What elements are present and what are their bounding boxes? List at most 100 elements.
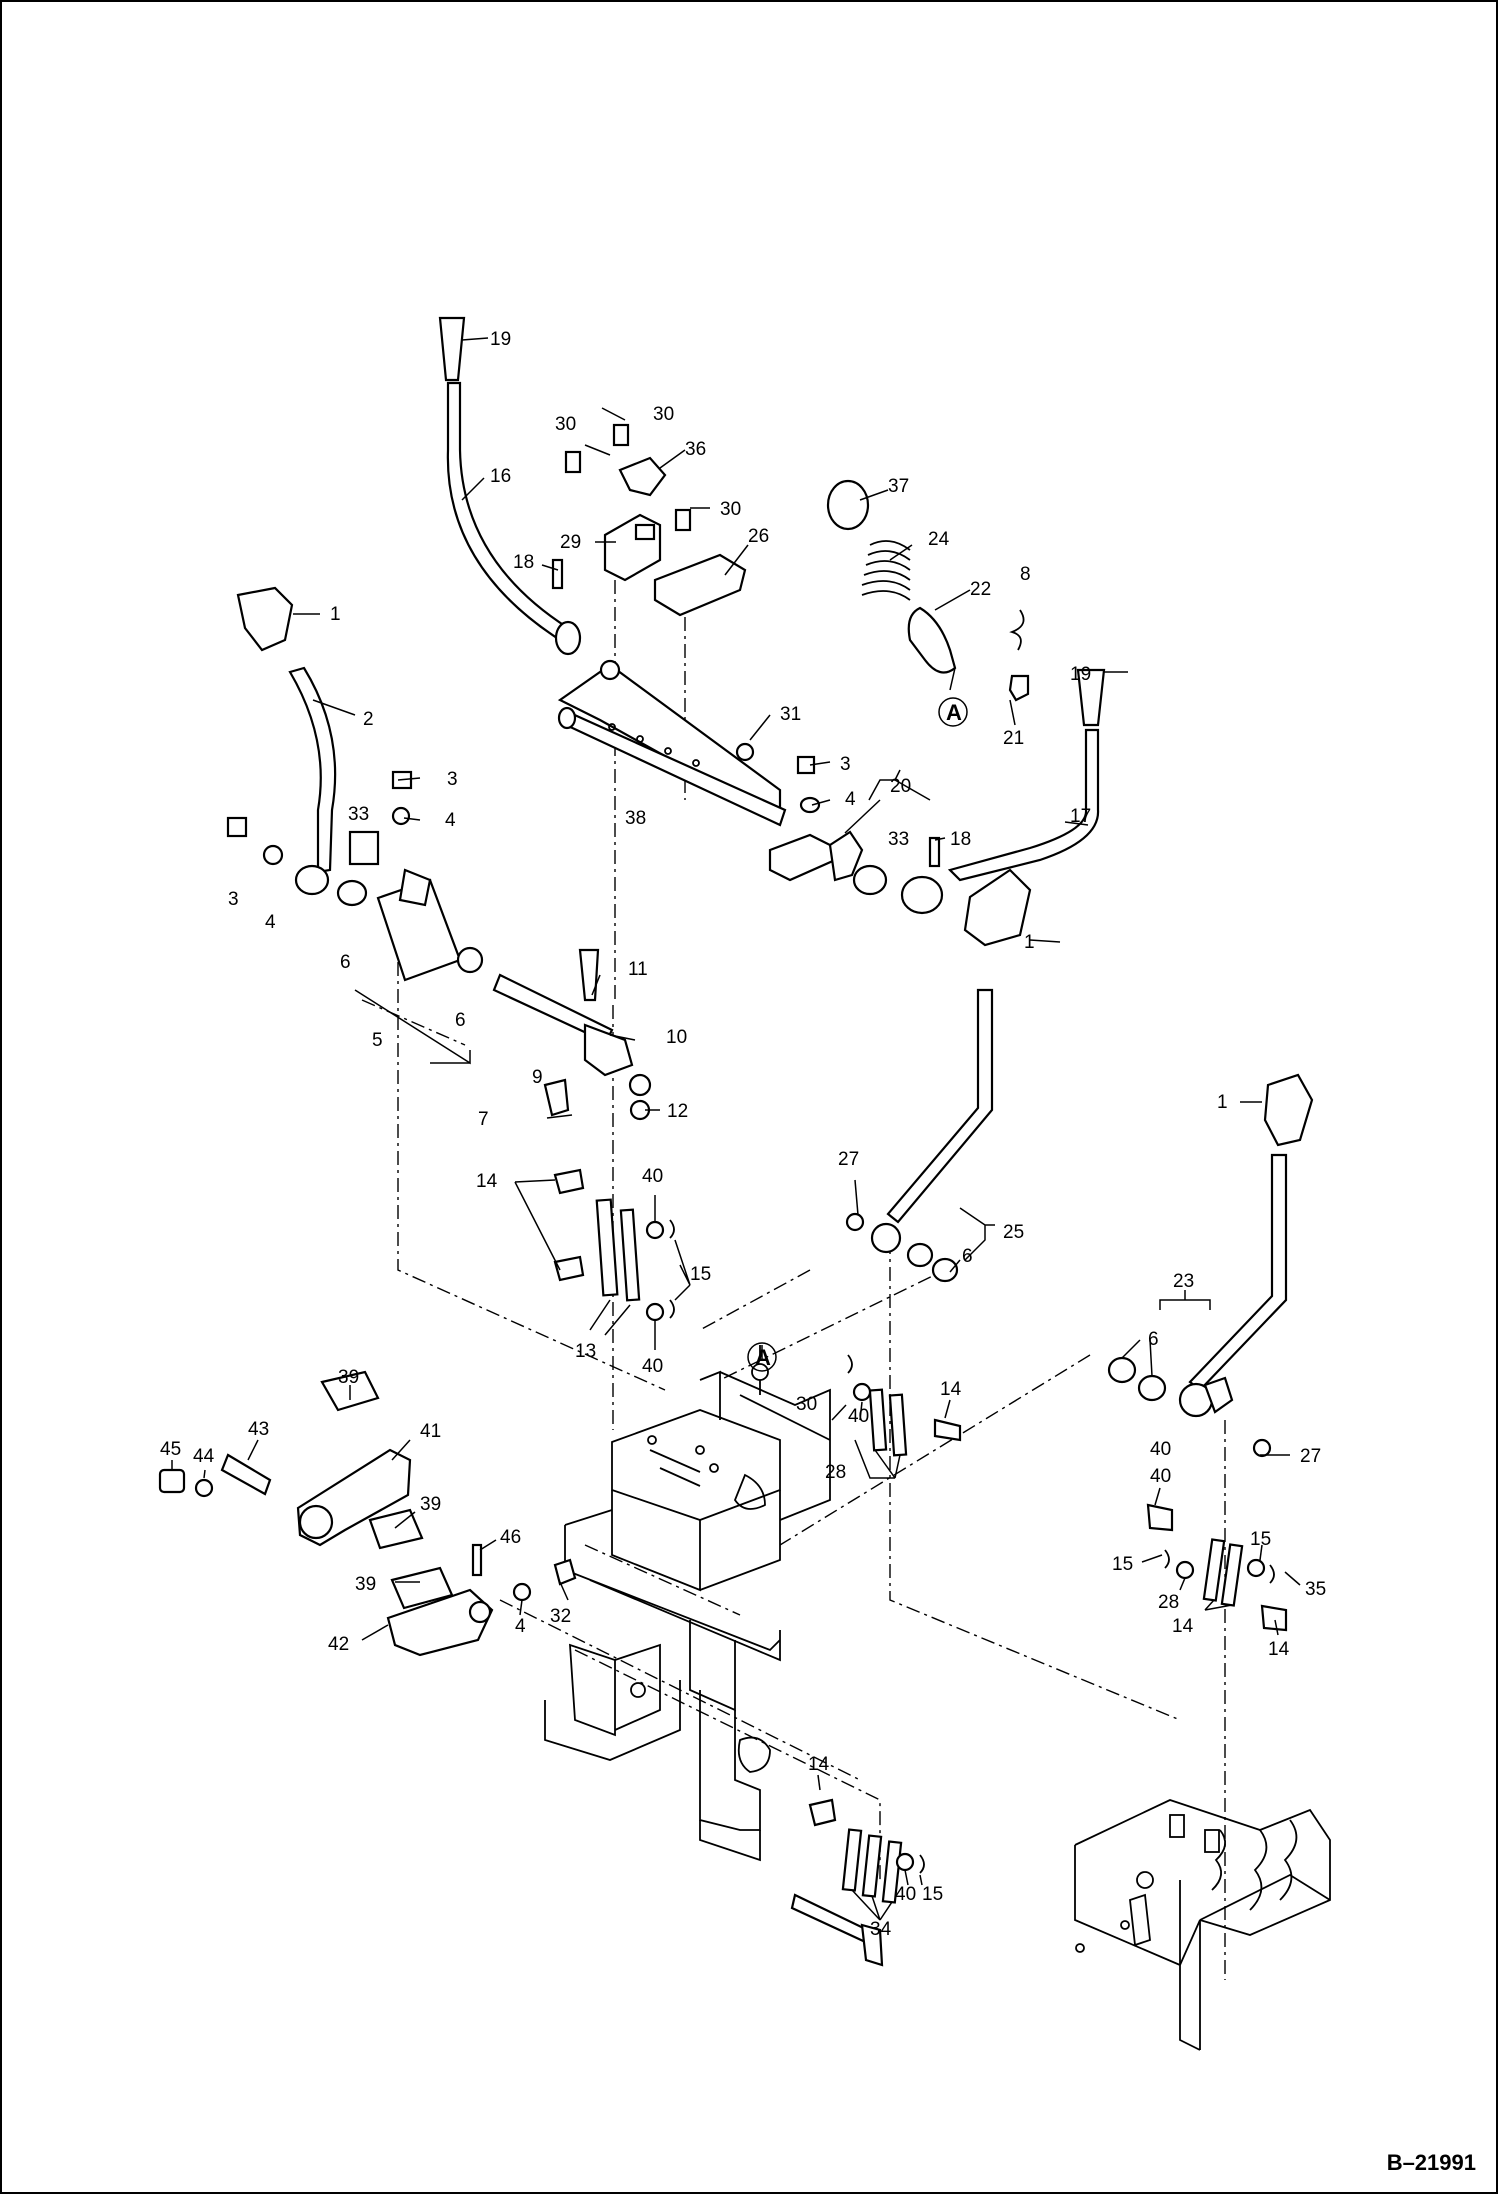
callout-4: 4 <box>515 1616 526 1637</box>
callout-33: 33 <box>348 804 369 825</box>
lever-25 <box>845 988 994 1283</box>
callout-39: 39 <box>355 1574 376 1595</box>
callout-44: 44 <box>193 1446 215 1467</box>
callout-11: 11 <box>628 959 648 980</box>
shaft-38 <box>557 659 787 827</box>
callout-6: 6 <box>1148 1329 1159 1350</box>
callout-19: 19 <box>490 329 511 350</box>
callout-4: 4 <box>445 810 456 831</box>
callout-3: 3 <box>840 754 851 775</box>
assembly-lines <box>361 580 1226 1980</box>
callout-40: 40 <box>642 1356 663 1377</box>
knob-19-right <box>1076 668 1106 727</box>
callout-13: 13 <box>575 1341 596 1362</box>
callout-39: 39 <box>420 1494 441 1515</box>
callout-36: 36 <box>685 439 706 460</box>
pedal-assembly <box>158 1370 577 1657</box>
lever-2 <box>226 586 380 907</box>
leader-lines <box>171 337 1301 1921</box>
links-28-middle <box>847 1354 962 1457</box>
callout-15: 15 <box>922 1884 943 1905</box>
callout-26: 26 <box>748 526 769 547</box>
callout-39: 39 <box>338 1367 359 1388</box>
lever-17 <box>900 668 1106 947</box>
callout-17: 17 <box>1070 806 1091 827</box>
main-frame <box>544 1345 831 1862</box>
callout-22: 22 <box>970 579 991 600</box>
callout-9: 9 <box>532 1067 543 1088</box>
callout-15: 15 <box>1112 1554 1133 1575</box>
callout-33: 33 <box>888 829 909 850</box>
callout-14: 14 <box>1268 1639 1290 1660</box>
callout-40: 40 <box>642 1166 663 1187</box>
callout-19: 19 <box>1070 664 1091 685</box>
lock-assembly <box>826 479 1030 702</box>
callout-18: 18 <box>513 552 534 573</box>
callout-21: 21 <box>1003 728 1024 749</box>
callout-23: 23 <box>1173 1271 1194 1292</box>
callout-14: 14 <box>808 1754 830 1775</box>
callout-6: 6 <box>962 1246 973 1267</box>
callout-3: 3 <box>228 889 239 910</box>
knob-1-right <box>1263 1073 1314 1147</box>
links-13 <box>553 1168 675 1322</box>
callout-30: 30 <box>555 414 576 435</box>
callout-28: 28 <box>825 1462 846 1483</box>
callout-labels: 19 16 30 30 36 30 29 26 18 37 24 8 22 A … <box>160 329 1326 1940</box>
reference-A: A <box>946 700 962 725</box>
callout-14: 14 <box>940 1379 962 1400</box>
callout-1: 1 <box>330 604 341 625</box>
callout-37: 37 <box>888 476 909 497</box>
callout-30: 30 <box>720 499 741 520</box>
lever-16 <box>438 316 582 656</box>
reference-A: A <box>755 1345 771 1370</box>
callout-14: 14 <box>476 1171 498 1192</box>
lever-23 <box>1107 1073 1314 1458</box>
callout-46: 46 <box>500 1527 521 1548</box>
bracket-5 <box>376 770 652 1121</box>
callout-45: 45 <box>160 1439 181 1460</box>
callout-18: 18 <box>950 829 971 850</box>
clip-31 <box>735 742 755 762</box>
callout-6: 6 <box>340 952 351 973</box>
callout-31: 31 <box>780 704 801 725</box>
brackets-top <box>551 423 747 617</box>
callout-5: 5 <box>372 1030 383 1051</box>
callout-14: 40 <box>1150 1439 1171 1460</box>
callout-35: 34 <box>870 1919 892 1940</box>
callout-10: 10 <box>666 1027 687 1048</box>
callout-15: 35 <box>1305 1579 1326 1600</box>
callout-40: 28 <box>1158 1592 1179 1613</box>
control-valve <box>1074 1799 1331 2051</box>
callout-25: 25 <box>1003 1222 1024 1243</box>
bracket-20 <box>768 755 941 896</box>
callout-4: 4 <box>845 789 856 810</box>
callout-20: 20 <box>890 776 911 797</box>
callout-16: 16 <box>490 466 511 487</box>
callout-27: 27 <box>1300 1446 1321 1467</box>
callout-40: 40 <box>1150 1466 1171 1487</box>
callout-28: 14 <box>1172 1616 1194 1637</box>
callout-38: 38 <box>625 808 646 829</box>
pin-18 <box>551 558 564 590</box>
callout-12: 12 <box>667 1101 688 1122</box>
callout-27: 27 <box>838 1149 859 1170</box>
callout-15: 15 <box>690 1264 711 1285</box>
callout-7: 7 <box>478 1109 489 1130</box>
callout-30: 30 <box>653 404 674 425</box>
lower-links-35 <box>790 1798 925 1967</box>
callout-24: 24 <box>928 529 950 550</box>
callout-2: 2 <box>363 709 374 730</box>
callout-32: 32 <box>550 1606 571 1627</box>
callout-3: 3 <box>447 769 458 790</box>
callout-8: 8 <box>1020 564 1031 585</box>
callout-43: 43 <box>248 1419 269 1440</box>
callout-42: 42 <box>328 1634 349 1655</box>
callout-1: 1 <box>1024 932 1035 953</box>
callout-1: 1 <box>1217 1092 1228 1113</box>
callout-6: 6 <box>455 1010 466 1031</box>
callout-30: 30 <box>796 1394 817 1415</box>
